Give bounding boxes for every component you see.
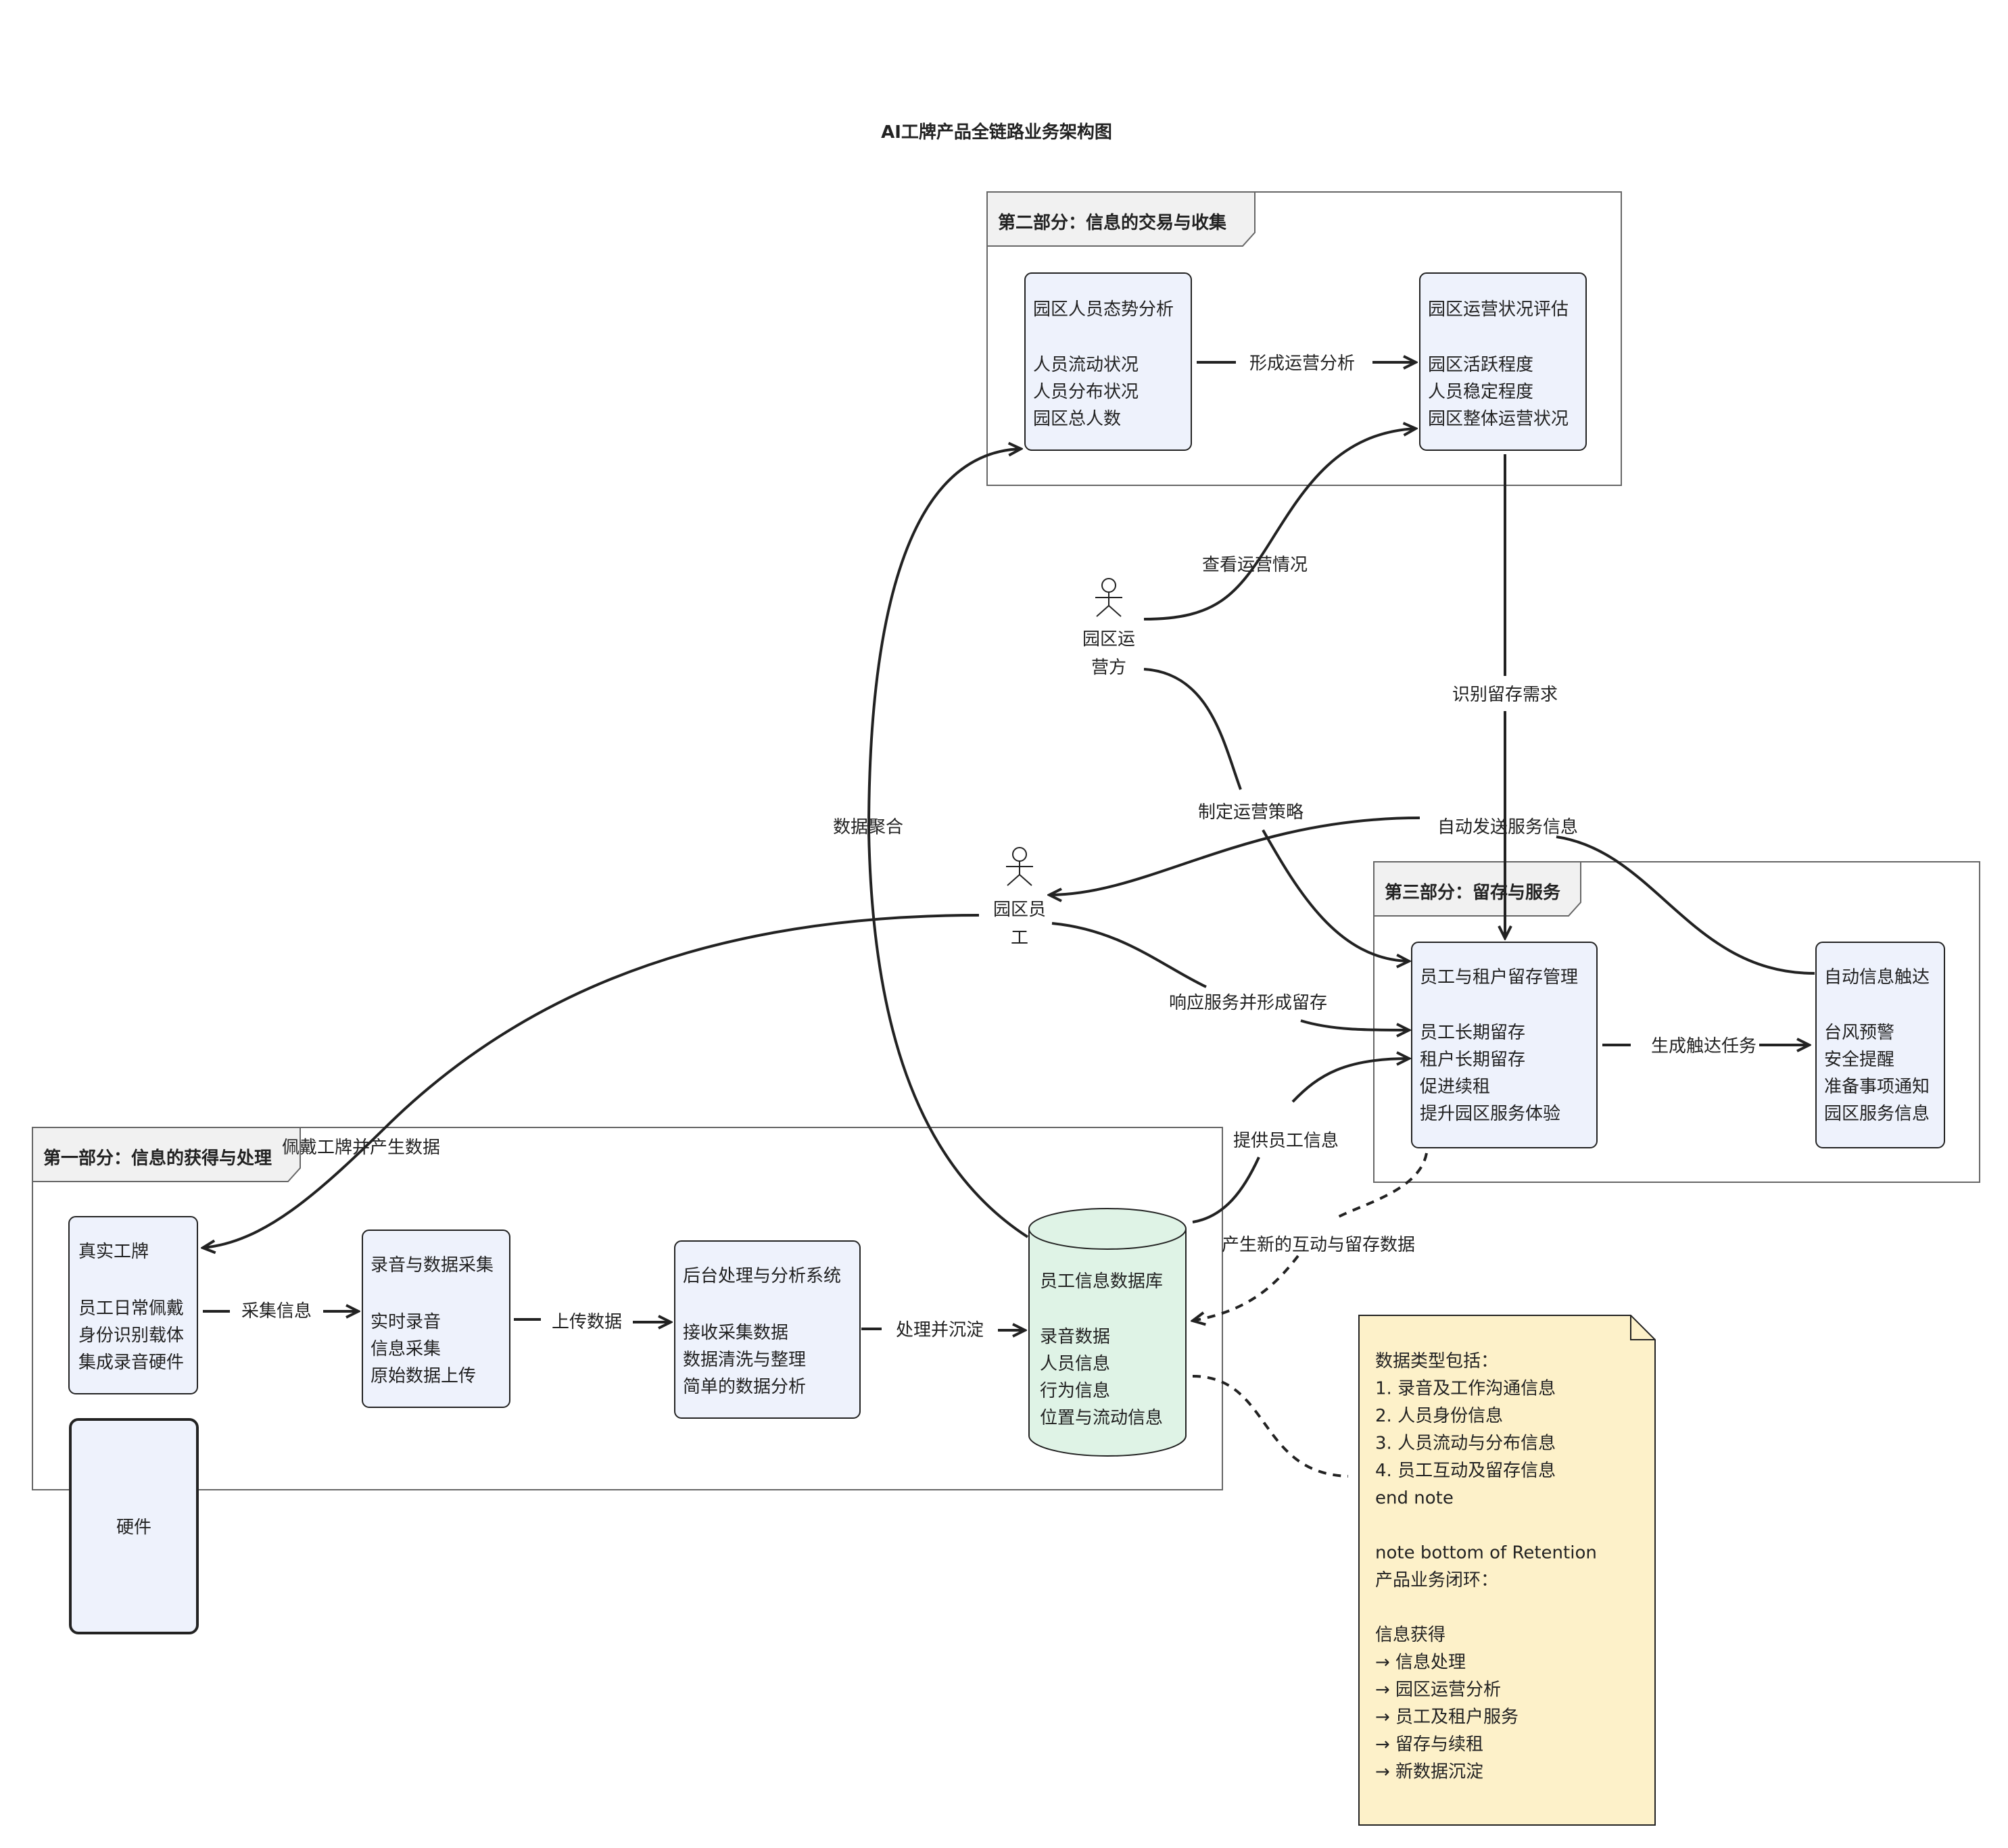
note-line: 1. 录音及工作沟通信息 bbox=[1375, 1379, 1556, 1399]
edge-provide bbox=[1192, 1157, 1260, 1223]
note-line: 2. 人员身份信息 bbox=[1375, 1406, 1503, 1426]
actor-employee: 园区员 工 bbox=[993, 847, 1046, 948]
node-staff-analysis-line: 人员分布状况 bbox=[1033, 382, 1139, 402]
edge-respond bbox=[1051, 922, 1207, 988]
node-auto-reach: 自动信息触达 台风预警 安全提醒 准备事项通知 园区服务信息 bbox=[1815, 942, 1945, 1148]
node-collect: 录音与数据采集 实时录音 信息采集 原始数据上传 bbox=[362, 1230, 510, 1408]
actor-operator-label: 营方 bbox=[1091, 658, 1126, 678]
node-collect-line: 实时录音 bbox=[370, 1312, 441, 1332]
node-ops-eval-line: 园区活跃程度 bbox=[1428, 355, 1533, 375]
node-hardware: 硬件 bbox=[69, 1418, 199, 1634]
note-line: 数据类型包括： bbox=[1375, 1351, 1498, 1371]
edge-label-view-ops: 查看运营情况 bbox=[1202, 555, 1308, 575]
node-db: 员工信息数据库 录音数据 人员信息 行为信息 位置与流动信息 bbox=[1028, 1208, 1187, 1457]
node-collect-line: 原始数据上传 bbox=[370, 1366, 476, 1386]
node-hardware-title: 硬件 bbox=[116, 1517, 151, 1538]
node-retention-title: 员工与租户留存管理 bbox=[1420, 967, 1578, 988]
edge-wear bbox=[203, 914, 980, 1248]
node-auto-reach-title: 自动信息触达 bbox=[1824, 967, 1930, 988]
note-link bbox=[1192, 1375, 1349, 1478]
node-retention: 员工与租户留存管理 员工长期留存 租户长期留存 促进续租 提升园区服务体验 bbox=[1411, 942, 1598, 1148]
node-backend-line: 数据清洗与整理 bbox=[683, 1350, 806, 1370]
node-backend-line: 简单的数据分析 bbox=[683, 1377, 806, 1397]
node-db-line: 人员信息 bbox=[1040, 1354, 1110, 1374]
node-badge-line: 集成录音硬件 bbox=[78, 1353, 184, 1373]
node-ops-eval-line: 园区整体运营状况 bbox=[1428, 409, 1569, 429]
note-line: 4. 员工互动及留存信息 bbox=[1375, 1461, 1556, 1481]
edge-auto-send bbox=[1556, 835, 1815, 975]
node-retention-line: 提升园区服务体验 bbox=[1420, 1104, 1560, 1124]
actor-employee-label: 工 bbox=[1011, 928, 1028, 948]
edge-aggregate bbox=[867, 449, 1029, 1238]
note: 数据类型包括： 1. 录音及工作沟通信息 2. 人员身份信息 3. 人员流动与分布信息… bbox=[1358, 1315, 1656, 1826]
node-badge: 真实工牌 员工日常佩戴 身份识别载体 集成录音硬件 bbox=[68, 1216, 198, 1394]
stick-figure-icon bbox=[1095, 578, 1122, 617]
node-staff-analysis: 园区人员态势分析 人员流动状况 人员分布状况 园区总人数 bbox=[1024, 272, 1192, 451]
diagram-title: AI工牌产品全链路业务架构图 bbox=[881, 122, 1112, 143]
edge-label-strategy: 制定运营策略 bbox=[1198, 802, 1304, 823]
note-line: → 员工及租户服务 bbox=[1375, 1707, 1519, 1728]
note-text: 数据类型包括： 1. 录音及工作沟通信息 2. 人员身份信息 3. 人员流动与分布信息… bbox=[1375, 1351, 1597, 1782]
edge-strategy bbox=[1143, 668, 1242, 790]
node-retention-line: 员工长期留存 bbox=[1420, 1023, 1525, 1043]
node-retention-line: 租户长期留存 bbox=[1420, 1050, 1525, 1070]
edge-label-wear: 佩戴工牌并产生数据 bbox=[282, 1138, 440, 1158]
edge-label-identify: 识别留存需求 bbox=[1452, 685, 1558, 705]
edge-label-process: 处理并沉淀 bbox=[896, 1320, 984, 1340]
node-db-line: 位置与流动信息 bbox=[1040, 1408, 1163, 1428]
note-line: → 园区运营分析 bbox=[1375, 1680, 1501, 1700]
edge-label-provide: 提供员工信息 bbox=[1233, 1131, 1339, 1151]
node-db-title: 员工信息数据库 bbox=[1040, 1271, 1163, 1292]
package-part3-label: 第三部分：留存与服务 bbox=[1385, 882, 1560, 903]
node-retention-line: 促进续租 bbox=[1420, 1077, 1490, 1097]
edge-label-new-data: 产生新的互动与留存数据 bbox=[1222, 1235, 1415, 1255]
package-part1-label: 第一部分：信息的获得与处理 bbox=[43, 1148, 272, 1169]
note-line: 信息获得 bbox=[1375, 1625, 1445, 1645]
node-auto-reach-line: 台风预警 bbox=[1824, 1023, 1894, 1043]
node-badge-line: 员工日常佩戴 bbox=[78, 1298, 184, 1319]
node-staff-analysis-title: 园区人员态势分析 bbox=[1033, 299, 1174, 320]
node-collect-line: 信息采集 bbox=[370, 1339, 441, 1359]
package-part1: 第一部分：信息的获得与处理 bbox=[32, 1127, 1223, 1490]
edge-label-auto-send: 自动发送服务信息 bbox=[1437, 817, 1578, 837]
note-line: → 新数据沉淀 bbox=[1375, 1762, 1483, 1782]
node-backend-line: 接收采集数据 bbox=[683, 1323, 788, 1343]
actor-employee-label: 园区员 bbox=[993, 900, 1046, 920]
note-line: 3. 人员流动与分布信息 bbox=[1375, 1434, 1556, 1454]
node-backend: 后台处理与分析系统 接收采集数据 数据清洗与整理 简单的数据分析 bbox=[674, 1240, 861, 1419]
stick-figure-icon bbox=[1006, 847, 1033, 886]
edge-label-upload: 上传数据 bbox=[552, 1312, 622, 1332]
edge-label-collect-info: 采集信息 bbox=[241, 1301, 312, 1321]
node-ops-eval-line: 人员稳定程度 bbox=[1428, 382, 1533, 402]
node-staff-analysis-line: 园区总人数 bbox=[1033, 409, 1121, 429]
node-auto-reach-line: 安全提醒 bbox=[1824, 1050, 1894, 1070]
node-auto-reach-line: 准备事项通知 bbox=[1824, 1077, 1930, 1097]
node-db-line: 录音数据 bbox=[1040, 1327, 1110, 1347]
node-backend-title: 后台处理与分析系统 bbox=[683, 1266, 841, 1286]
edge-label-gen-task: 生成触达任务 bbox=[1651, 1036, 1756, 1056]
edge-view-ops bbox=[1143, 429, 1416, 621]
note-line: note bottom of Retention bbox=[1375, 1543, 1597, 1563]
node-auto-reach-line: 园区服务信息 bbox=[1824, 1104, 1930, 1124]
actor-operator-label: 园区运 bbox=[1082, 629, 1135, 650]
node-ops-eval-title: 园区运营状况评估 bbox=[1428, 299, 1569, 320]
node-staff-analysis-line: 人员流动状况 bbox=[1033, 355, 1139, 375]
node-ops-eval: 园区运营状况评估 园区活跃程度 人员稳定程度 园区整体运营状况 bbox=[1419, 272, 1587, 451]
node-badge-title: 真实工牌 bbox=[78, 1242, 149, 1262]
note-line: → 信息处理 bbox=[1375, 1653, 1466, 1673]
node-db-line: 行为信息 bbox=[1040, 1381, 1110, 1401]
edge-label-form-analysis: 形成运营分析 bbox=[1249, 354, 1355, 374]
note-line: end note bbox=[1375, 1488, 1454, 1509]
node-collect-title: 录音与数据采集 bbox=[370, 1255, 494, 1275]
node-badge-line: 身份识别载体 bbox=[78, 1326, 184, 1346]
note-line: 产品业务闭环： bbox=[1375, 1570, 1498, 1590]
edge-label-aggregate: 数据聚合 bbox=[833, 817, 903, 837]
package-part2-label: 第二部分：信息的交易与收集 bbox=[998, 212, 1227, 233]
actor-operator: 园区运 营方 bbox=[1082, 578, 1135, 678]
note-line: → 留存与续租 bbox=[1375, 1734, 1483, 1755]
edge-label-respond: 响应服务并形成留存 bbox=[1169, 993, 1327, 1013]
